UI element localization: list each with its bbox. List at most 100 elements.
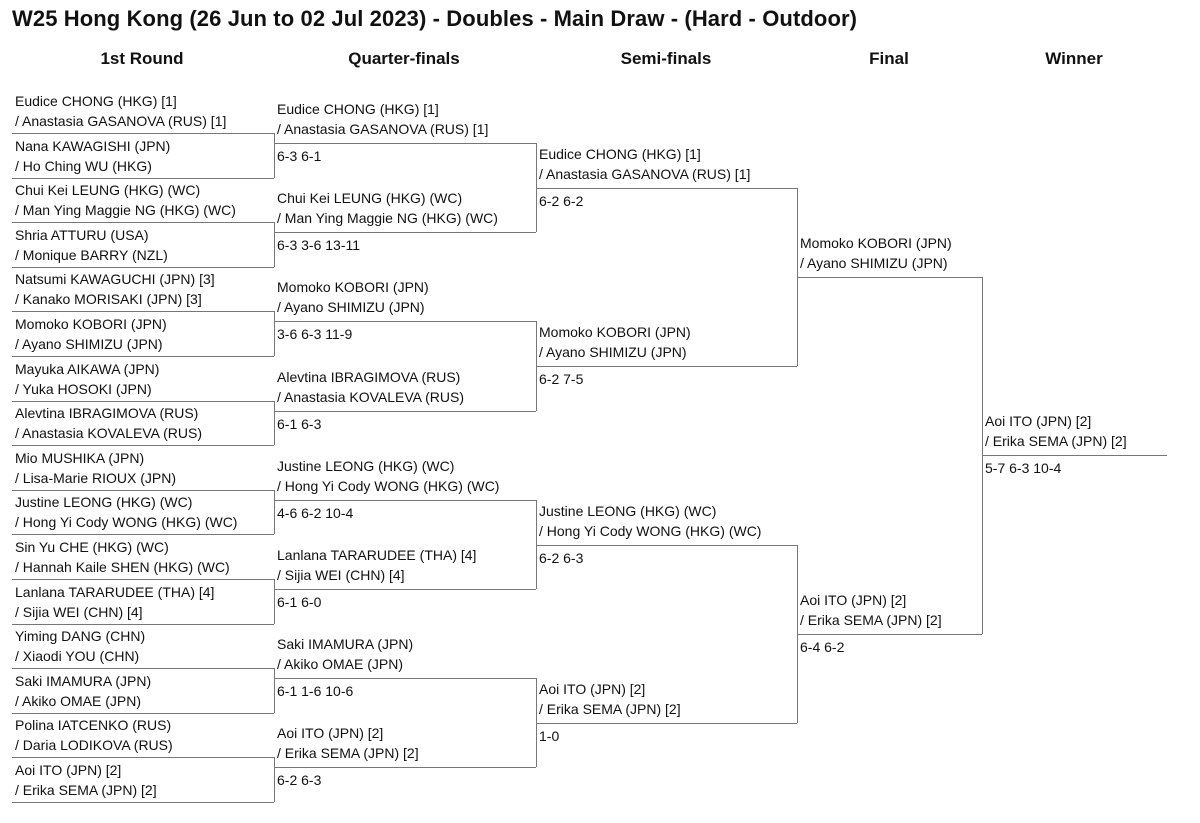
- round-header-final: Final: [869, 49, 909, 68]
- r1-divider: [12, 534, 274, 536]
- r1-connector: [274, 668, 275, 713]
- final-score: 6-4 6-2: [800, 638, 845, 655]
- player-2-name: / Akiko OMAE (JPN): [15, 692, 142, 709]
- r1-entry: Aoi ITO (JPN) [2] / Erika SEMA (JPN) [2]: [12, 760, 157, 800]
- r1-connector: [274, 757, 275, 802]
- r1-divider: [12, 222, 274, 224]
- player-2-name: / Sijia WEI (CHN) [4]: [15, 603, 143, 620]
- player-1-name: Shria ATTURU (USA): [15, 226, 149, 243]
- player-2-name: / Erika SEMA (JPN) [2]: [15, 782, 157, 798]
- r1-entry: Alevtina IBRAGIMOVA (RUS)/ Anastasia KOV…: [12, 403, 202, 443]
- player-1-name: Yiming DANG (CHN): [15, 628, 146, 645]
- r1-entry: Eudice CHONG (HKG) [1]/ Anastasia GASANO…: [12, 91, 226, 131]
- player-2-name: / Anastasia KOVALEVA (RUS): [15, 425, 203, 442]
- qf-divider: [274, 410, 536, 412]
- player-1-name: Aoi ITO (JPN) [2]: [277, 725, 384, 742]
- r1-divider: [12, 266, 274, 268]
- player-1-name: Momoko KOBORI (JPN): [800, 235, 952, 251]
- player-2-name: / Erika SEMA (JPN) [2]: [800, 611, 942, 628]
- qf-divider: [274, 678, 536, 680]
- qf-divider: [274, 589, 536, 590]
- player-1-name: Mayuka AIKAWA (JPN): [15, 360, 160, 377]
- player-1-name: Saki IMAMURA (JPN): [15, 672, 152, 689]
- player-2-name: / Ho Ching WU (HKG): [15, 157, 152, 174]
- player-1-name: Justine LEONG (HKG) (WC): [15, 494, 193, 511]
- qf-entry: Chui Kei LEUNG (HKG) (WC)/ Man Ying Magg…: [274, 188, 498, 228]
- player-2-name: / Hong Yi Cody WONG (HKG) (WC): [277, 477, 500, 494]
- r1-divider: [12, 445, 274, 447]
- player-2-name: / Man Ying Maggie NG (HKG) (WC): [277, 210, 498, 227]
- qf-score: 6-3 3-6 13-11: [277, 237, 361, 254]
- player-1-name: Mio MUSHIKA (JPN): [15, 449, 145, 466]
- player-2-name: / Ayano SHIMIZU (JPN): [277, 299, 425, 316]
- round-header-winner: Winner: [1045, 49, 1103, 68]
- r1-divider: [12, 712, 274, 714]
- r1-connector: [274, 311, 275, 356]
- qf-entry: Saki IMAMURA (JPN) / Akiko OMAE (JPN): [274, 634, 413, 674]
- player-1-name: Chui Kei LEUNG (HKG) (WC): [15, 182, 201, 199]
- player-1-name: Polina IATCENKO (RUS): [15, 717, 172, 734]
- r1-divider: [12, 802, 274, 803]
- r1-connector: [274, 222, 275, 267]
- final-divider: [797, 277, 982, 278]
- qf-score: 6-2 6-3: [277, 772, 322, 789]
- r1-entry: Saki IMAMURA (JPN) / Akiko OMAE (JPN): [12, 671, 151, 711]
- player-2-name: / Erika SEMA (JPN) [2]: [277, 745, 419, 762]
- winner-entry: Aoi ITO (JPN) [2]/ Erika SEMA (JPN) [2]: [982, 411, 1127, 451]
- sf-entry: Justine LEONG (HKG) (WC)/ Hong Yi Cody W…: [536, 501, 761, 541]
- final-entry: Aoi ITO (JPN) [2]/ Erika SEMA (JPN) [2]: [797, 590, 942, 630]
- qf-entry: Lanlana TARARUDEE (THA) [4]/ Sijia WEI (…: [274, 545, 476, 585]
- r1-entry: Chui Kei LEUNG (HKG) (WC) / Man Ying Magg…: [12, 180, 236, 220]
- player-2-name: / Hannah Kaile SHEN (HKG) (WC): [15, 559, 230, 575]
- player-2-name: / Akiko OMAE (JPN): [277, 656, 404, 673]
- player-2-name: / Kanako MORISAKI (JPN) [3]: [15, 291, 202, 308]
- player-1-name: Eudice CHONG (HKG) [1]: [277, 101, 439, 117]
- player-1-name: Momoko KOBORI (JPN): [15, 316, 167, 332]
- qf-connector: [536, 321, 537, 411]
- r1-divider: [12, 356, 274, 357]
- player-1-name: Eudice CHONG (HKG) [1]: [15, 93, 177, 109]
- r1-connector: [274, 133, 275, 178]
- player-1-name: Aoi ITO (JPN) [2]: [539, 681, 646, 698]
- r1-divider: [12, 311, 274, 313]
- qf-score: 4-6 6-2 10-4: [277, 504, 354, 521]
- r1-entry: Justine LEONG (HKG) (WC)/ Hong Yi Cody W…: [12, 492, 237, 532]
- player-2-name: / Lisa-Marie RIOUX (JPN): [15, 469, 177, 486]
- r1-entry: Sin Yu CHE (HKG) (WC)/ Hannah Kaile SHEN…: [12, 537, 230, 577]
- qf-score: 6-1 6-0: [277, 594, 322, 610]
- player-1-name: Natsumi KAWAGUCHI (JPN) [3]: [15, 271, 215, 288]
- r1-connector: [274, 489, 275, 535]
- r1-divider: [12, 579, 274, 580]
- player-1-name: Alevtina IBRAGIMOVA (RUS): [277, 368, 461, 385]
- qf-divider: [274, 767, 536, 769]
- player-1-name: Lanlana TARARUDEE (THA) [4]: [15, 583, 215, 600]
- r1-entry: Yiming DANG (CHN)/ Xiaodi YOU (CHN): [12, 626, 145, 666]
- player-2-name: / Erika SEMA (JPN) [2]: [985, 433, 1127, 449]
- sf-divider: [536, 366, 797, 368]
- sf-score: 6-2 6-3: [539, 549, 584, 566]
- player-1-name: Momoko KOBORI (JPN): [277, 279, 429, 296]
- r1-divider: [12, 489, 274, 491]
- qf-score: 6-1 1-6 10-6: [277, 683, 354, 700]
- r1-divider: [12, 668, 274, 670]
- r1-entry: Mio MUSHIKA (JPN) / Lisa-Marie RIOUX (JPN…: [12, 448, 176, 488]
- winner-score: 5-7 6-3 10-4: [985, 460, 1062, 476]
- qf-connector: [536, 678, 537, 768]
- sf-divider: [536, 544, 797, 546]
- player-1-name: Aoi ITO (JPN) [2]: [15, 762, 122, 778]
- qf-divider: [274, 143, 536, 144]
- qf-entry: Momoko KOBORI (JPN) / Ayano SHIMIZU (JPN): [274, 277, 429, 317]
- player-2-name: / Ayano SHIMIZU (JPN): [800, 255, 948, 271]
- qf-divider: [274, 499, 536, 501]
- qf-score: 6-3 6-1: [277, 148, 322, 164]
- player-1-name: Saki IMAMURA (JPN): [277, 636, 414, 653]
- r1-connector: [274, 579, 275, 624]
- player-2-name: / Monique BARRY (NZL): [15, 246, 168, 263]
- player-2-name: / Sijia WEI (CHN) [4]: [277, 567, 405, 583]
- player-2-name: / Man Ying Maggie NG (HKG) (WC): [15, 202, 236, 219]
- r1-divider: [12, 757, 274, 759]
- r1-divider: [12, 623, 274, 625]
- r1-entry: Momoko KOBORI (JPN)/ Ayano SHIMIZU (JPN): [12, 314, 167, 354]
- winner-divider: [982, 455, 1167, 456]
- player-1-name: Justine LEONG (HKG) (WC): [539, 502, 717, 519]
